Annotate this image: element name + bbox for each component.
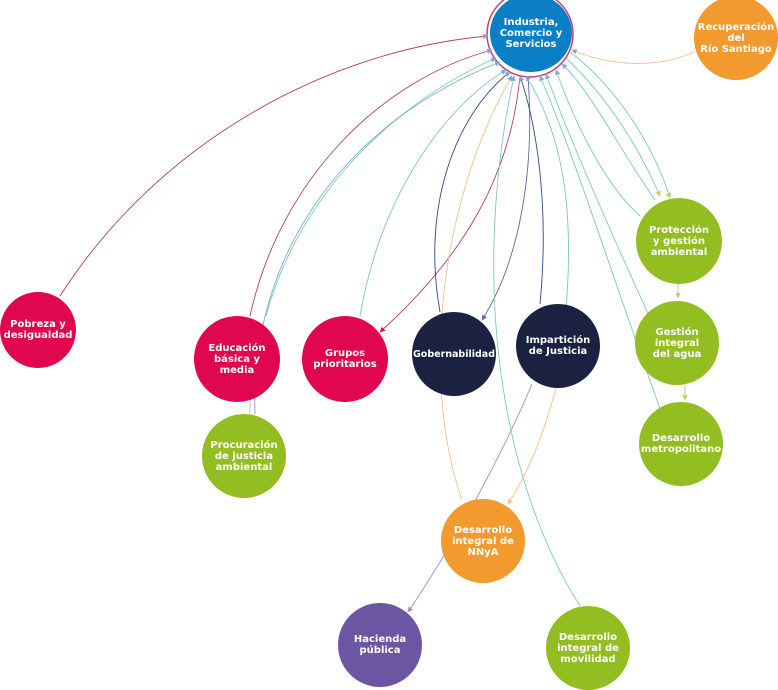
edge-recuperacion-industria: [571, 49, 695, 64]
edge-agua-industria: [545, 73, 651, 319]
edge-industria-proteccion-2: [569, 51, 672, 199]
node-imparticion[interactable]: Impartición de Justicia: [516, 304, 600, 388]
node-procuracion[interactable]: Procuración de justicia ambiental: [202, 414, 286, 498]
edge-proteccion-industria-2: [561, 63, 656, 201]
node-proteccion[interactable]: Protección y gestión ambiental: [636, 198, 722, 284]
node-gobernabilidad[interactable]: Gobernabilidad: [412, 312, 496, 396]
edge-nnya-industria: [439, 75, 513, 501]
edge-grupos-industria: [359, 69, 507, 317]
edge-imparticion-nnya: [507, 387, 557, 505]
relationship-diagram: [59, 0, 695, 613]
node-pobreza[interactable]: Pobreza y desigualdad: [0, 292, 76, 368]
node-educacion[interactable]: Educación básica y media: [194, 316, 280, 402]
edge-educacion-industria-1: [249, 48, 493, 317]
node-desarrollo-metro[interactable]: Desarrollo metropolitano: [639, 402, 723, 486]
edge-proteccion-industria-1: [555, 69, 641, 217]
edge-industria-gobernabilidad: [481, 76, 531, 321]
edge-industria-grupos: [379, 75, 521, 333]
edge-imparticion-industria: [519, 75, 544, 305]
node-nnya[interactable]: Desarrollo integral de NNyA: [441, 499, 525, 583]
node-grupos[interactable]: Grupos prioritarios: [302, 316, 388, 402]
edge-industria-proteccion-1: [565, 57, 661, 197]
edge-pobreza-industria: [59, 33, 489, 297]
node-movilidad[interactable]: Desarrollo integral de movilidad: [546, 606, 630, 690]
node-hacienda[interactable]: Hacienda pública: [338, 603, 422, 687]
node-gestion-agua[interactable]: Gestión integral del agua: [635, 301, 719, 385]
edge-hacienda-industria: [525, 75, 570, 311]
node-industria[interactable]: Industria, Comercio y Servicios: [490, 0, 572, 72]
edge-educacion-industria-2: [265, 57, 497, 317]
edge-gobernabilidad-industria: [434, 71, 511, 313]
node-recuperacion[interactable]: Recuperación del Río Santiago: [694, 0, 778, 80]
edge-movilidad-industria: [493, 75, 581, 607]
